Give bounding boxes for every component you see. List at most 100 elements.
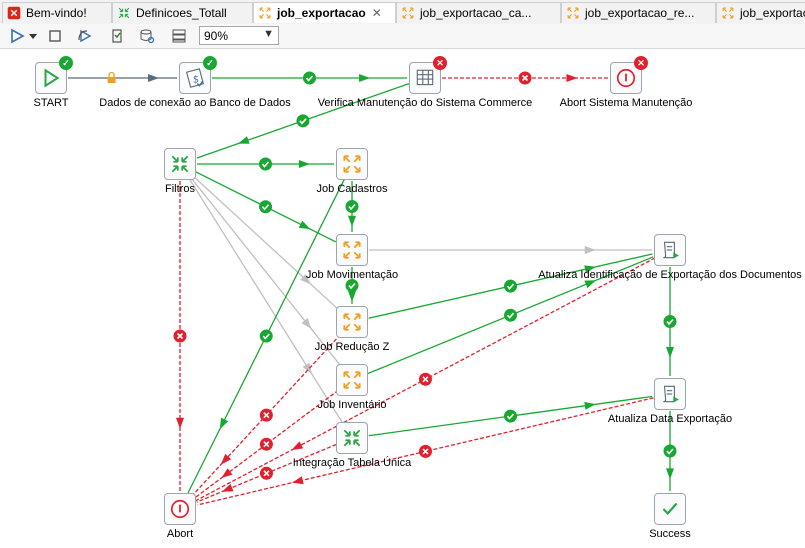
node-label: Abort Sistema Manutenção (559, 97, 693, 109)
hop-atualiza-data-to-success[interactable] (663, 411, 677, 491)
abort-icon (169, 498, 191, 520)
hop-verifica-to-filtros[interactable] (196, 83, 410, 159)
hop-dados-to-verifica[interactable] (212, 71, 407, 85)
node-success[interactable] (654, 493, 686, 525)
node-label: Job Cadastros (316, 183, 388, 195)
transformation-icon (169, 153, 191, 175)
job-icon (566, 6, 580, 20)
transformation-icon (341, 427, 363, 449)
hop-filtros-to-integracao[interactable] (188, 178, 343, 424)
node-job-inventario[interactable] (336, 364, 368, 396)
tab-label: job_exportacao_ca... (420, 6, 532, 20)
sql-icon[interactable] (138, 27, 156, 45)
hop-job-movimentacao-to-atualiza-id[interactable] (369, 246, 652, 254)
node-label: Dados de conexão ao Banco de Dados (99, 97, 291, 109)
node-integracao[interactable] (336, 422, 368, 454)
node-filtros[interactable] (164, 148, 196, 180)
success-condition-icon (345, 200, 359, 213)
success-condition-icon (259, 157, 272, 171)
node-label: Atualiza Data Exportação (607, 413, 733, 425)
job-canvas[interactable]: ✓ START $✓ Dados de conexão ao Banco de Dad… (0, 48, 805, 548)
hop-job-movimentacao-to-job-reducao[interactable] (345, 267, 359, 304)
job-icon (401, 6, 415, 20)
stop-icon[interactable] (46, 27, 64, 45)
close-icon[interactable]: ✕ (371, 6, 382, 20)
node-label: Atualiza Identificação de Exportação dos… (538, 269, 802, 281)
zoom-value: 90% (204, 28, 229, 43)
hop-filtros-to-job-movimentacao[interactable] (194, 171, 337, 243)
hop-atualiza-id-to-atualiza-data[interactable] (663, 267, 677, 376)
node-atualiza-data[interactable] (654, 378, 686, 410)
tab-label: Bem-vindo! (26, 6, 87, 20)
job-icon (721, 6, 735, 20)
hop-verifica-to-abort-sistema[interactable] (442, 71, 608, 85)
run-icon[interactable] (8, 27, 26, 45)
hop-filtros-to-job-cadastros[interactable] (197, 157, 334, 171)
node-atualiza-id[interactable] (654, 234, 686, 266)
success-condition-icon (345, 279, 359, 292)
node-label: Filtros (165, 183, 195, 195)
node-label: Job Redução Z (314, 341, 390, 353)
hop-atualiza-data-to-abort[interactable] (197, 397, 654, 506)
tab-2[interactable]: Definicoes_Totall (112, 2, 253, 23)
sql-script-icon (659, 383, 681, 405)
failure-badge-icon: ✕ (634, 56, 648, 70)
job-icon (341, 369, 363, 391)
table-icon (414, 67, 436, 89)
start-icon (40, 67, 62, 89)
success-condition-icon (663, 315, 677, 328)
hop-start-to-dados[interactable] (68, 71, 177, 84)
run-dropdown-icon[interactable] (27, 27, 39, 45)
node-label: Success (649, 528, 691, 540)
success-condition-icon (259, 200, 273, 214)
node-abort-sistema[interactable]: ✕ (610, 56, 648, 94)
node-verifica[interactable]: ✕ (409, 56, 447, 94)
node-label: Abort (166, 528, 194, 540)
check-job-icon[interactable] (108, 27, 126, 45)
abort-icon (615, 67, 637, 89)
node-label: Verifica Manutenção do Sistema Commerce (317, 97, 533, 109)
hop-job-inventario-to-abort[interactable] (194, 389, 339, 499)
hop-integracao-to-atualiza-data[interactable] (368, 395, 653, 437)
spoon-icon (7, 6, 21, 20)
success-condition-icon (504, 308, 518, 322)
lock-icon (107, 71, 116, 83)
node-job-cadastros[interactable] (336, 148, 368, 180)
chevron-down-icon: ▼ (263, 28, 274, 40)
hop-atualiza-id-to-abort[interactable] (195, 257, 656, 502)
hop-filtros-to-abort[interactable] (173, 181, 187, 491)
node-dados[interactable]: $✓ (179, 56, 217, 94)
hop-job-cadastros-to-abort[interactable] (187, 178, 345, 494)
tab-1[interactable]: Bem-vindo! (2, 2, 112, 23)
hop-job-cadastros-to-job-movimentacao[interactable] (345, 181, 359, 232)
hop-integracao-to-abort[interactable] (196, 443, 337, 503)
explore-db-icon[interactable] (170, 27, 188, 45)
tab-label: job_exportacao (277, 6, 366, 20)
success-condition-icon (663, 444, 677, 458)
success-badge-icon: ✓ (59, 56, 73, 70)
node-job-movimentacao[interactable] (336, 234, 368, 266)
tab-6[interactable]: job_exportaç (716, 2, 805, 23)
tab-4[interactable]: job_exportacao_ca... (396, 2, 561, 23)
zoom-select[interactable]: 90% ▼ (199, 26, 279, 45)
svg-text:$: $ (193, 74, 199, 85)
replay-icon[interactable] (76, 27, 94, 45)
node-label: Job Movimentação (305, 269, 399, 281)
hop-filtros-to-job-inventario[interactable] (190, 176, 342, 367)
tab-label: job_exportaç (740, 6, 805, 20)
hop-filtros-to-job-reducao[interactable] (192, 175, 340, 311)
hop-job-inventario-to-atualiza-id[interactable] (367, 256, 654, 375)
success-condition-icon (303, 71, 316, 85)
node-abort[interactable] (164, 493, 196, 525)
node-label: START (33, 97, 69, 109)
tab-3[interactable]: job_exportacao ✕ (253, 2, 396, 23)
hops-layer (68, 71, 677, 506)
tab-5[interactable]: job_exportacao_re... (561, 2, 716, 23)
node-job-reducao[interactable] (336, 306, 368, 338)
hop-job-reducao-to-atualiza-id[interactable] (368, 253, 653, 319)
node-start[interactable]: ✓ (35, 56, 73, 94)
hop-job-reducao-to-abort[interactable] (191, 334, 341, 497)
success-condition-icon (259, 329, 273, 343)
job-icon (258, 6, 272, 20)
